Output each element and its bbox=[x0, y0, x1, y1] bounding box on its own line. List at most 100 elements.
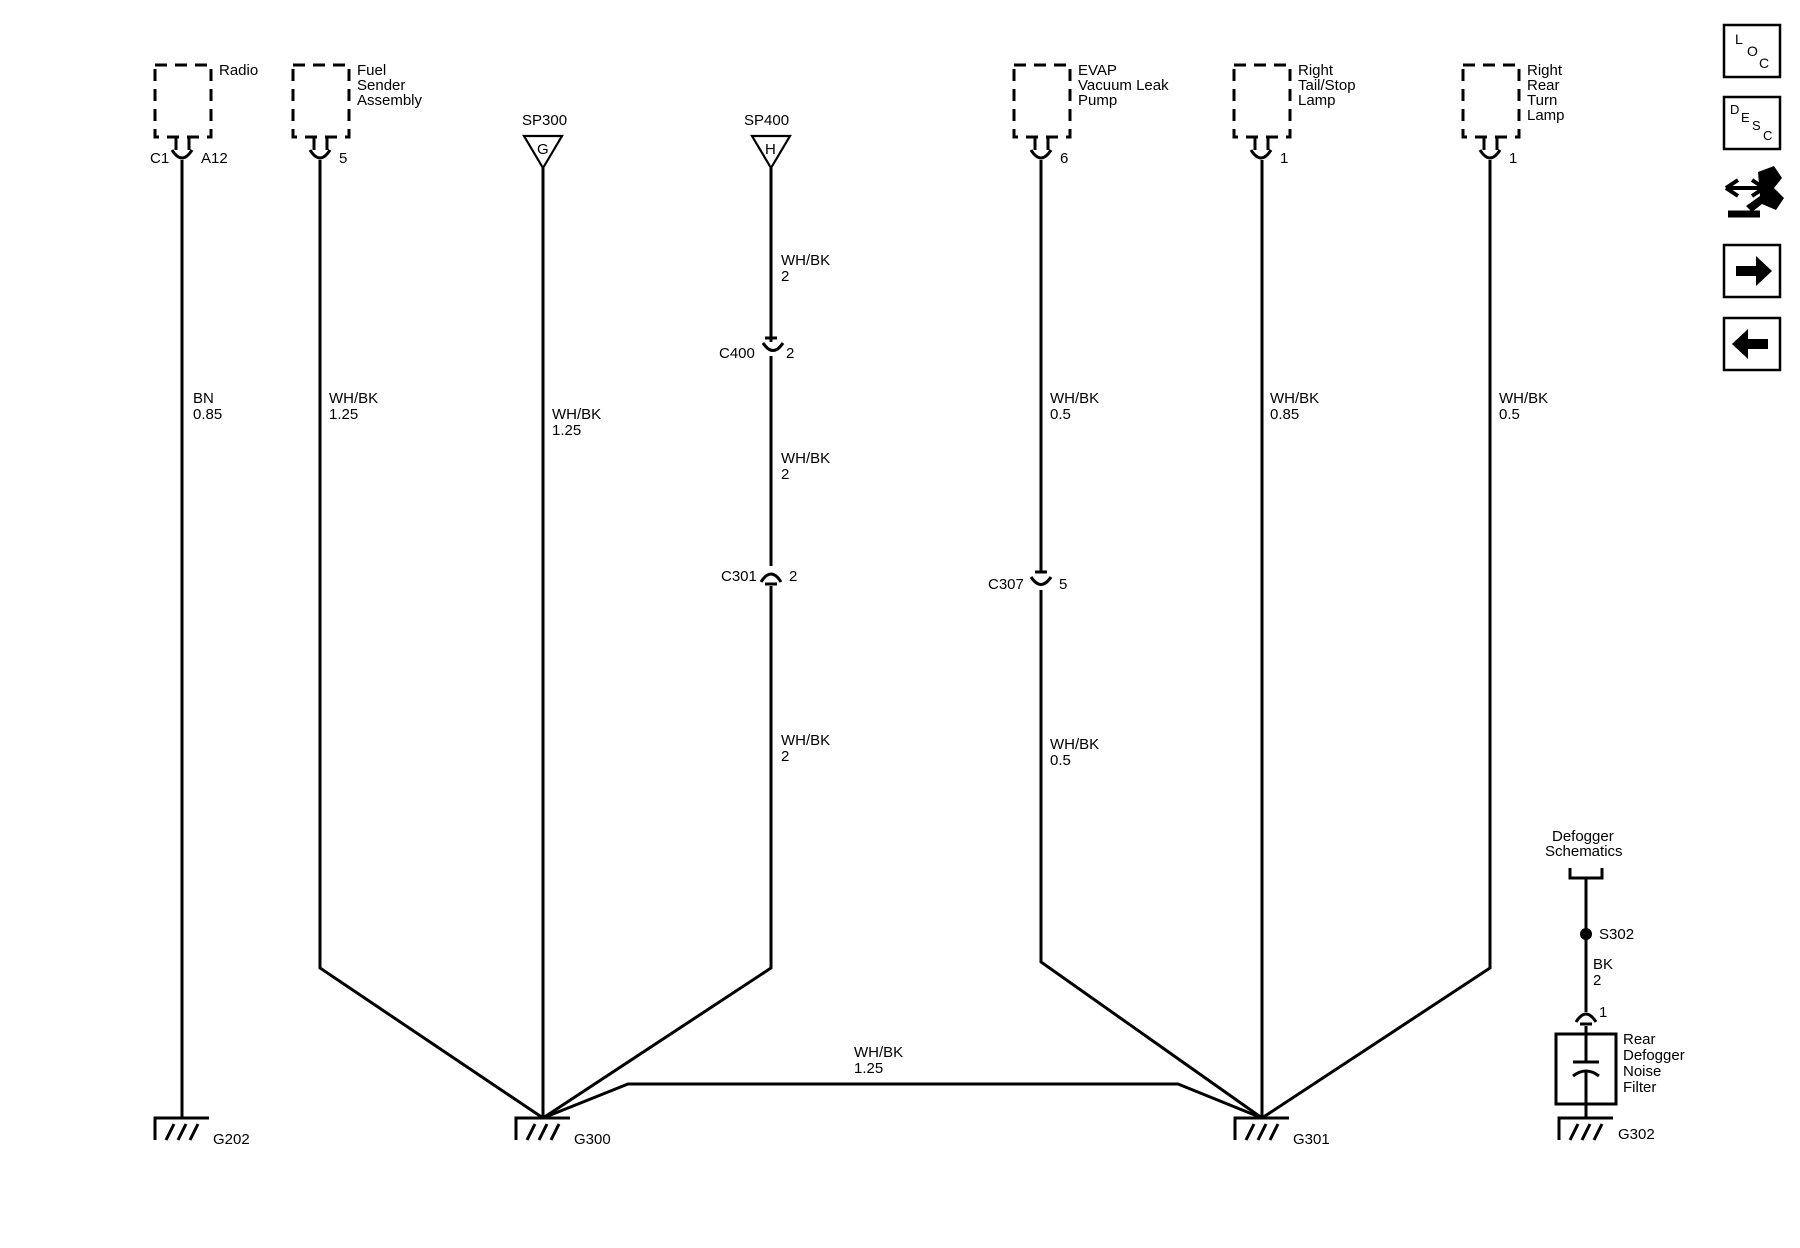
c301-name: C301 bbox=[721, 568, 757, 585]
wire-evap-b-size: 0.5 bbox=[1050, 752, 1071, 769]
connector-view-button[interactable] bbox=[1724, 166, 1784, 218]
splice-pack-sp400: SP400 H bbox=[744, 112, 792, 171]
connector-view-icon[interactable] bbox=[1724, 166, 1784, 218]
sp300-letter: G bbox=[537, 141, 549, 158]
connector-c301: C301 2 bbox=[721, 568, 797, 586]
desc-letter-d: D bbox=[1730, 102, 1739, 117]
wire-tail-color: WH/BK bbox=[1270, 390, 1319, 407]
defogger-connector-symbol bbox=[1574, 1012, 1598, 1026]
noise-filter-label-line-1: Rear bbox=[1623, 1031, 1656, 1048]
turn-lamp-connector-symbol bbox=[1478, 137, 1502, 160]
fuel-sender-box bbox=[291, 63, 351, 139]
description-button[interactable]: D E S C bbox=[1722, 95, 1782, 151]
splice-pack-sp300: SP300 G bbox=[522, 112, 567, 171]
c307-pin: 5 bbox=[1059, 576, 1067, 593]
wire-defogger-color: BK bbox=[1593, 956, 1613, 973]
turn-lamp-label-line-1: Right bbox=[1527, 62, 1563, 79]
tail-lamp-pin: 1 bbox=[1280, 150, 1288, 167]
sp400-label: SP400 bbox=[744, 112, 789, 129]
ground-g302: G302 bbox=[1557, 1116, 1655, 1143]
noise-filter-label-line-2: Defogger bbox=[1623, 1047, 1685, 1064]
splice-s302-dot bbox=[1580, 928, 1592, 940]
evap-pump-box bbox=[1012, 63, 1072, 139]
c400-name: C400 bbox=[719, 345, 755, 362]
wire-fuel-size: 1.25 bbox=[329, 406, 358, 423]
wire-turn-size: 0.5 bbox=[1499, 406, 1520, 423]
wire-defogger-size: 2 bbox=[1593, 972, 1601, 989]
previous-page-button[interactable] bbox=[1722, 316, 1782, 372]
noise-filter-label-line-4: Filter bbox=[1623, 1079, 1656, 1096]
ground-g301-label: G301 bbox=[1293, 1131, 1330, 1148]
wire-sp400-b-color: WH/BK bbox=[781, 450, 830, 467]
arrow-right-icon[interactable] bbox=[1736, 256, 1772, 286]
wire-fuel-sender-g300 bbox=[318, 160, 544, 1120]
turn-lamp-label-line-2: Rear bbox=[1527, 77, 1560, 94]
wire-sp400-a-color: WH/BK bbox=[781, 252, 830, 269]
connector-c400: C400 2 bbox=[719, 336, 794, 362]
radio-label-line-1: Radio bbox=[219, 62, 258, 79]
tail-lamp-label-line-2: Tail/Stop bbox=[1298, 77, 1356, 94]
ground-g202-label: G202 bbox=[213, 1131, 250, 1148]
turn-lamp-label-line-3: Turn bbox=[1527, 92, 1557, 109]
wire-evap-a-size: 0.5 bbox=[1050, 406, 1071, 423]
defogger-ref-line-2: Schematics bbox=[1545, 843, 1623, 860]
wire-turn-lamp-g301 bbox=[1261, 160, 1492, 1120]
wire-sp400-a-size: 2 bbox=[781, 268, 789, 285]
sp300-triangle bbox=[522, 134, 564, 171]
desc-letter-e: E bbox=[1741, 110, 1750, 125]
turn-lamp-label-line-4: Lamp bbox=[1527, 107, 1565, 124]
wire-sp300-size: 1.25 bbox=[552, 422, 581, 439]
wire-fuel-color: WH/BK bbox=[329, 390, 378, 407]
ground-g300-label: G300 bbox=[574, 1131, 611, 1148]
wire-evap-b-color: WH/BK bbox=[1050, 736, 1099, 753]
fuel-sender-pin: 5 bbox=[339, 150, 347, 167]
wire-turn-color: WH/BK bbox=[1499, 390, 1548, 407]
c301-pin: 2 bbox=[789, 568, 797, 585]
component-fuel-sender: Fuel Sender Assembly 5 bbox=[291, 62, 423, 167]
tail-lamp-label-line-1: Right bbox=[1298, 62, 1334, 79]
c301-symbol bbox=[759, 572, 783, 586]
splice-s302-label: S302 bbox=[1599, 926, 1634, 943]
c307-symbol bbox=[1029, 570, 1053, 586]
wire-tail-size: 0.85 bbox=[1270, 406, 1299, 423]
wire-link-size: 1.25 bbox=[854, 1060, 883, 1077]
turn-lamp-box bbox=[1461, 63, 1521, 139]
component-right-tail-lamp: Right Tail/Stop Lamp 1 bbox=[1232, 62, 1356, 167]
radio-connector-pin: A12 bbox=[201, 150, 228, 167]
evap-pin: 6 bbox=[1060, 150, 1068, 167]
evap-label-line-2: Vacuum Leak bbox=[1078, 77, 1169, 94]
location-icon[interactable] bbox=[1722, 23, 1782, 79]
arrow-left-icon[interactable] bbox=[1732, 329, 1768, 359]
tail-lamp-connector-symbol bbox=[1249, 137, 1273, 160]
component-right-rear-turn-lamp: Right Rear Turn Lamp 1 bbox=[1461, 62, 1565, 167]
fuel-sender-label-line-3: Assembly bbox=[357, 92, 423, 109]
c400-pin: 2 bbox=[786, 345, 794, 362]
ground-g300: G300 bbox=[514, 1116, 611, 1148]
wire-evap-segment-b bbox=[1039, 590, 1263, 1120]
sp400-triangle bbox=[750, 134, 792, 171]
description-icon[interactable] bbox=[1722, 95, 1782, 151]
fuel-sender-label-line-2: Sender bbox=[357, 77, 405, 94]
ground-g202: G202 bbox=[153, 1116, 250, 1148]
wire-sp400-c-color: WH/BK bbox=[781, 732, 830, 749]
noise-filter-capacitor bbox=[1572, 1026, 1600, 1118]
wire-radio-size: 0.85 bbox=[193, 406, 222, 423]
defogger-ref-bracket bbox=[1568, 868, 1604, 880]
defogger-circuit: Defogger Schematics S302 BK 2 1 Rear Def… bbox=[1545, 828, 1685, 1118]
next-page-button[interactable] bbox=[1722, 243, 1782, 299]
tail-lamp-label-line-3: Lamp bbox=[1298, 92, 1336, 109]
ground-g301: G301 bbox=[1233, 1116, 1330, 1148]
location-button[interactable]: L O C bbox=[1722, 23, 1782, 79]
fuel-sender-label-line-1: Fuel bbox=[357, 62, 386, 79]
wire-sp400-c-size: 2 bbox=[781, 748, 789, 765]
component-radio: Radio C1 A12 bbox=[150, 62, 258, 167]
component-evap-pump: EVAP Vacuum Leak Pump 6 bbox=[1012, 62, 1169, 167]
ground-g302-symbol bbox=[1557, 1116, 1613, 1141]
wire-g300-g301-link bbox=[542, 1082, 1263, 1120]
desc-letter-c: C bbox=[1763, 128, 1772, 143]
connector-c307: C307 5 bbox=[988, 570, 1067, 593]
wire-sp400-segment-c bbox=[542, 586, 773, 1120]
fuel-sender-connector-symbol bbox=[308, 137, 332, 160]
loc-letter-c: C bbox=[1759, 55, 1769, 71]
